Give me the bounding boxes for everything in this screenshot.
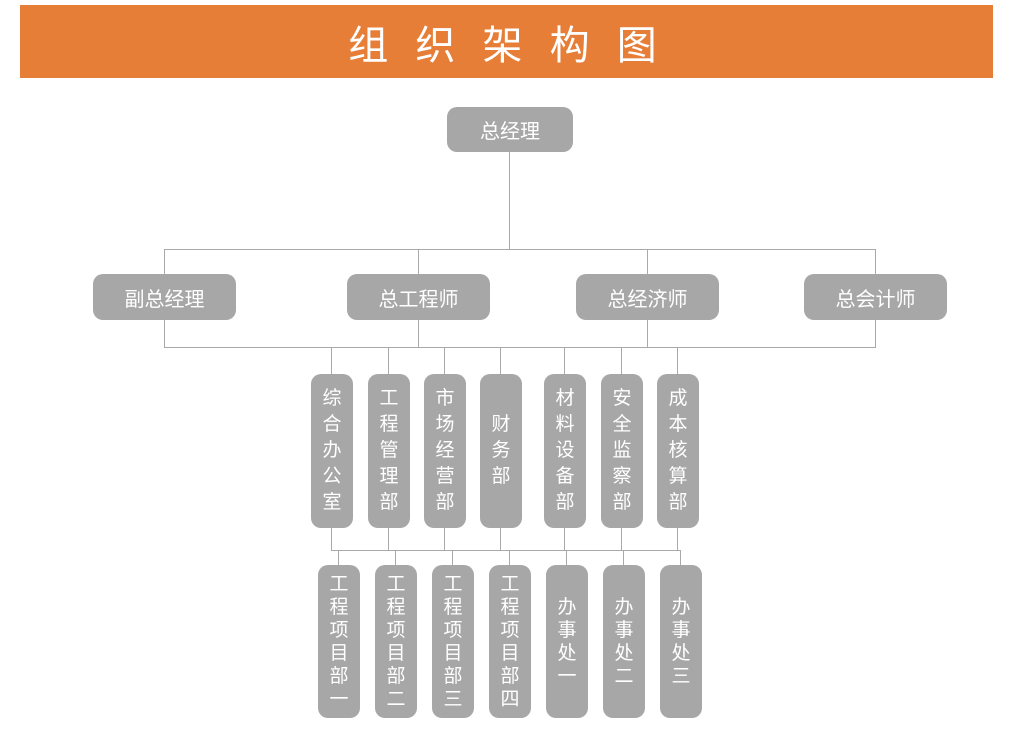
connector-line [331, 550, 681, 551]
connector-line [452, 550, 453, 565]
connector-line [418, 249, 419, 274]
org-node-label: 工程管理部 [379, 388, 399, 513]
connector-line [388, 528, 389, 550]
org-node-label: 工程项目部二 [386, 573, 406, 710]
org-node-project-dept-4: 工程项目部四 [489, 565, 531, 718]
org-node-label: 市场经营部 [435, 388, 455, 513]
connector-line [164, 249, 165, 274]
connector-line [395, 550, 396, 565]
connector-line [875, 249, 876, 274]
org-node-general-manager: 总经理 [447, 107, 573, 152]
connector-line [509, 152, 510, 249]
connector-line [500, 528, 501, 550]
connector-line [621, 528, 622, 550]
org-node-label: 办事处二 [614, 596, 634, 687]
org-node-project-dept-1: 工程项目部一 [318, 565, 360, 718]
org-node-label: 总会计师 [835, 288, 916, 311]
connector-line [500, 347, 501, 374]
org-node-safety-supervision-dept: 安全监察部 [601, 374, 643, 528]
org-node-finance-dept: 财务部 [480, 374, 522, 528]
org-node-label: 办事处三 [671, 596, 691, 687]
connector-line [164, 249, 876, 250]
connector-line [623, 550, 624, 565]
connector-line [338, 550, 339, 565]
org-node-label: 办事处一 [557, 596, 577, 687]
page-title: 组 织 架 构 图 [348, 23, 665, 68]
org-node-label: 总经理 [480, 121, 540, 143]
connector-line [331, 347, 332, 374]
connector-line [564, 528, 565, 550]
connector-line [444, 347, 445, 374]
org-node-general-office: 综合办公室 [311, 374, 353, 528]
connector-line [418, 320, 419, 347]
org-node-chief-economist: 总经济师 [576, 274, 719, 320]
org-node-label: 总工程师 [378, 288, 459, 311]
org-node-label: 工程项目部三 [443, 573, 463, 710]
connector-line [388, 347, 389, 374]
org-node-label: 工程项目部四 [500, 573, 520, 710]
org-node-label: 工程项目部一 [329, 573, 349, 710]
org-node-project-dept-3: 工程项目部三 [432, 565, 474, 718]
org-node-label: 财务部 [491, 414, 511, 487]
org-node-label: 副总经理 [124, 288, 205, 311]
connector-line [164, 347, 876, 348]
org-node-branch-office-1: 办事处一 [546, 565, 588, 718]
connector-line [566, 550, 567, 565]
org-node-cost-accounting-dept: 成本核算部 [657, 374, 699, 528]
connector-line [677, 528, 678, 550]
connector-line [647, 249, 648, 274]
org-node-label: 总经济师 [607, 288, 688, 311]
connector-line [164, 320, 165, 347]
org-node-market-operation-dept: 市场经营部 [424, 374, 466, 528]
org-node-chief-engineer: 总工程师 [347, 274, 490, 320]
org-node-label: 综合办公室 [322, 388, 342, 513]
org-node-deputy-general-manager: 副总经理 [93, 274, 236, 320]
org-node-engineering-management-dept: 工程管理部 [368, 374, 410, 528]
org-node-label: 成本核算部 [668, 388, 688, 513]
connector-line [875, 320, 876, 347]
org-node-branch-office-2: 办事处二 [603, 565, 645, 718]
title-banner: 组 织 架 构 图 [20, 5, 993, 78]
org-node-project-dept-2: 工程项目部二 [375, 565, 417, 718]
connector-line [509, 550, 510, 565]
org-node-branch-office-3: 办事处三 [660, 565, 702, 718]
connector-line [680, 550, 681, 565]
connector-line [647, 320, 648, 347]
connector-line [444, 528, 445, 550]
connector-line [621, 347, 622, 374]
org-node-label: 安全监察部 [612, 388, 632, 513]
connector-line [564, 347, 565, 374]
org-node-materials-equipment-dept: 材料设备部 [544, 374, 586, 528]
connector-line [331, 528, 332, 550]
org-node-chief-accountant: 总会计师 [804, 274, 947, 320]
connector-line [677, 347, 678, 374]
org-node-label: 材料设备部 [555, 388, 575, 513]
